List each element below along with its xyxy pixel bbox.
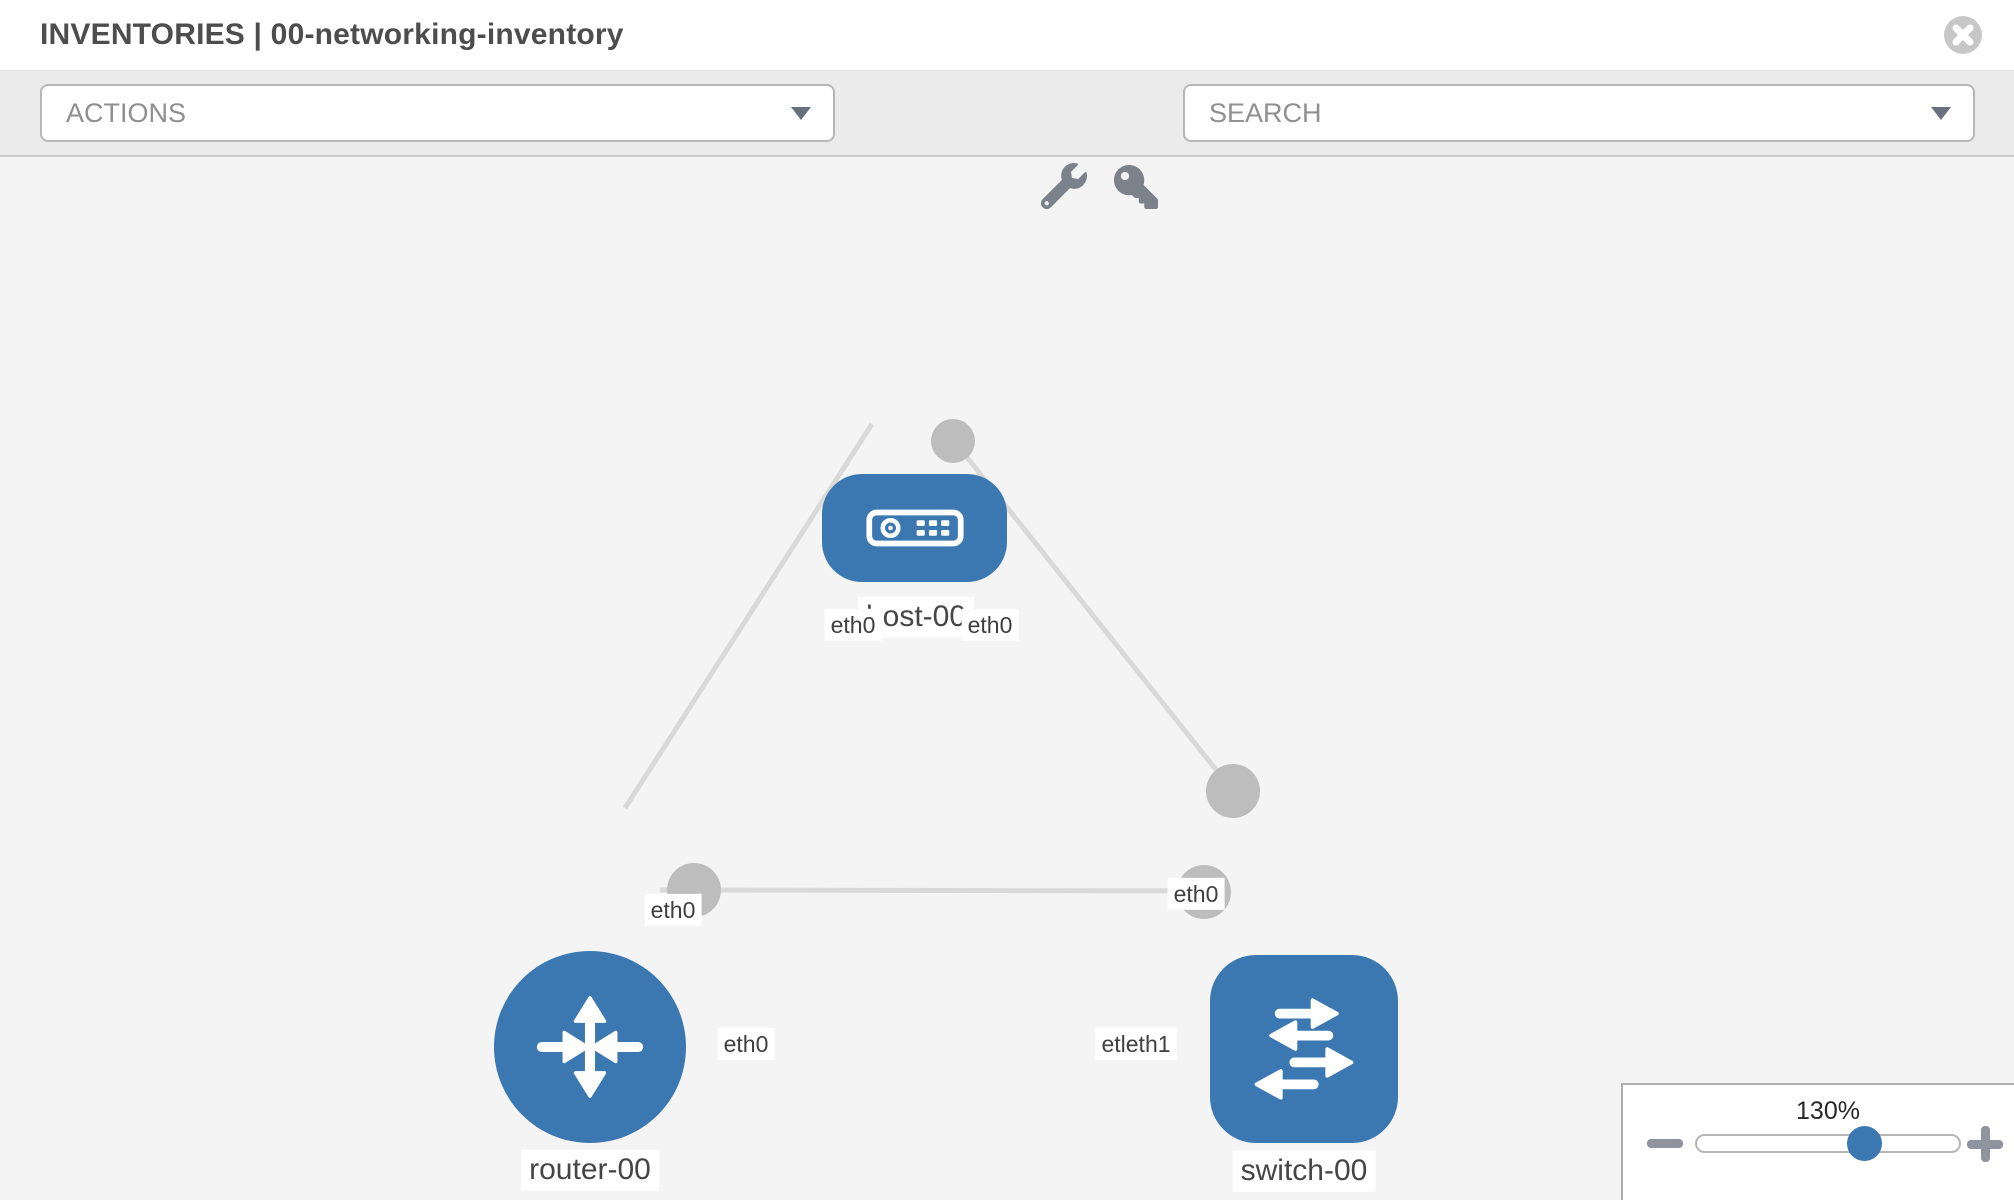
chevron-down-icon <box>791 107 811 120</box>
key-icon <box>1114 164 1158 209</box>
search-dropdown-label: SEARCH <box>1209 97 1322 128</box>
page-title: INVENTORIES | 00-networking-inventory <box>40 18 624 51</box>
toolbar: ACTIONS SEARCH <box>0 71 2014 210</box>
interface-connector-host <box>931 419 975 463</box>
switch-icon <box>1254 998 1354 1100</box>
node-label-switch-00: switch-00 <box>1232 1150 1376 1192</box>
chevron-down-icon <box>1931 107 1951 120</box>
node-label-router-00: router-00 <box>521 1149 659 1191</box>
zoom-slider-handle[interactable] <box>1847 1126 1882 1161</box>
node-switch-00[interactable] <box>1210 955 1398 1143</box>
page-header: INVENTORIES | 00-networking-inventory <box>0 0 2014 71</box>
link-router-switch[interactable] <box>659 887 1231 894</box>
host-icon <box>865 509 964 547</box>
actions-dropdown[interactable]: ACTIONS <box>40 84 835 142</box>
configure-button[interactable] <box>1040 163 1088 211</box>
search-dropdown[interactable]: SEARCH <box>1183 84 1975 142</box>
zoom-slider-track[interactable] <box>1695 1134 1961 1153</box>
zoom-widget: 130% <box>1621 1083 2014 1200</box>
node-host-00[interactable] <box>822 474 1007 582</box>
credentials-button[interactable] <box>1112 164 1160 212</box>
close-button[interactable] <box>1944 16 1982 54</box>
zoom-level-value: 130% <box>1796 1097 1860 1125</box>
wrench-icon <box>1040 163 1087 210</box>
interface-label: eth0 <box>961 608 1019 642</box>
plus-icon[interactable] <box>1967 1126 2003 1162</box>
minus-icon[interactable] <box>1647 1139 1683 1148</box>
interface-label: eth0 <box>824 608 882 642</box>
interface-connector-switch-top <box>1206 764 1260 818</box>
router-icon <box>536 996 644 1098</box>
interface-label: eth0 <box>1167 877 1225 911</box>
actions-dropdown-label: ACTIONS <box>66 97 187 128</box>
node-router-00[interactable] <box>494 951 686 1143</box>
interface-label: eth0 <box>644 893 702 927</box>
interface-label: etleth1 <box>1095 1027 1177 1061</box>
topology-canvas[interactable]: host-00 router-00 switch-00 eth0 eth0 et… <box>0 157 2014 1200</box>
topology-links-layer <box>622 419 1260 919</box>
circle-x-icon <box>1944 16 1982 54</box>
interface-label: eth0 <box>717 1027 775 1061</box>
